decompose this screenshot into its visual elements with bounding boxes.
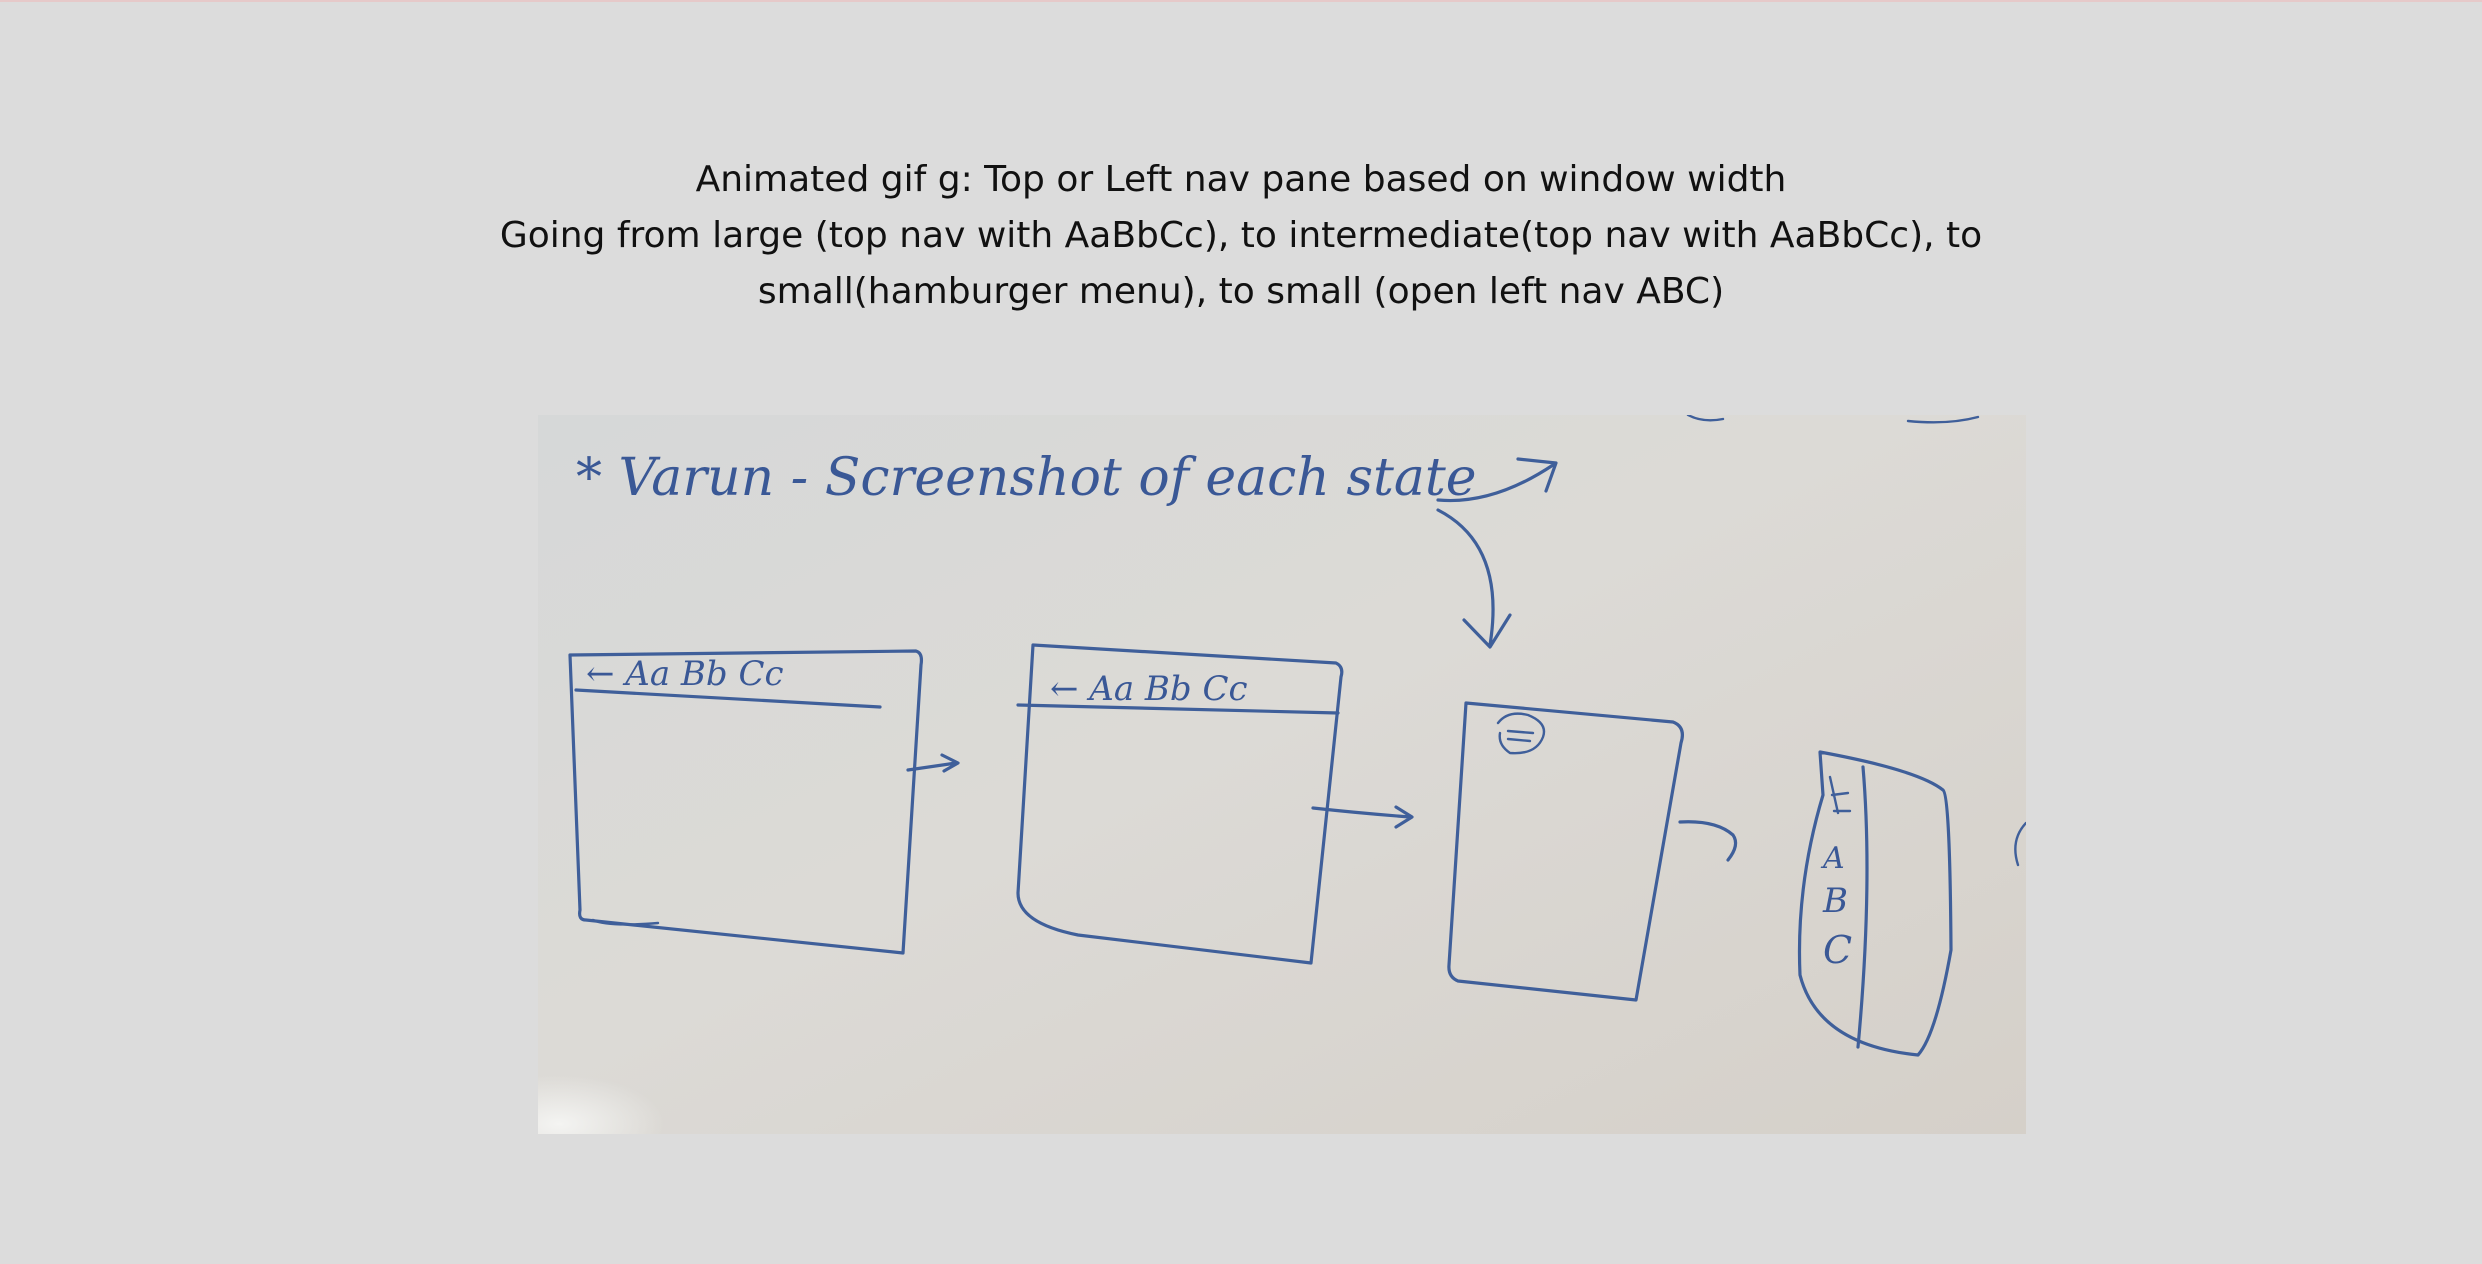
sketch-note: * Varun - Screenshot of each state [576,448,1477,508]
arrow-2-to-3 [1311,805,1414,829]
caption-line-2: Going from large (top nav with AaBbCc), … [499,215,1983,256]
frame-small-open-left-nav: A B C [1797,750,1953,1057]
hamburger-icon [1496,712,1546,755]
caption-line-3: small(hamburger menu), to small (open le… [757,271,1725,312]
top-border [0,0,2482,2]
arrow-3-to-4 [1678,820,1738,862]
note-arrow-right [1436,457,1558,503]
arrow-1-to-2 [906,753,960,773]
whiteboard-sketch-photo: * Varun - Screenshot of each state ← Aa … [538,415,2026,1134]
frame2-nav-items: ← Aa Bb Cc [1050,669,1248,709]
cutoff-shape-right [2014,821,2026,867]
note-arrow-down [1436,508,1512,649]
frame4-nav-c: C [1823,928,1852,972]
frame1-nav-items: ← Aa Bb Cc [586,654,784,694]
frame-intermediate-top-nav: ← Aa Bb Cc [1016,643,1344,965]
frame4-nav-b: B [1822,881,1848,921]
frame-large-top-nav: ← Aa Bb Cc [568,649,924,955]
image-caption: Animated gif g: Top or Left nav pane bas… [0,152,2482,320]
whiteboard-glare [538,935,958,1134]
caption-line-1: Animated gif g: Top or Left nav pane bas… [695,159,1787,200]
frame-small-hamburger [1447,701,1684,1002]
frame4-nav-a: A [1820,841,1845,876]
cutoff-stroke [1686,415,1980,424]
